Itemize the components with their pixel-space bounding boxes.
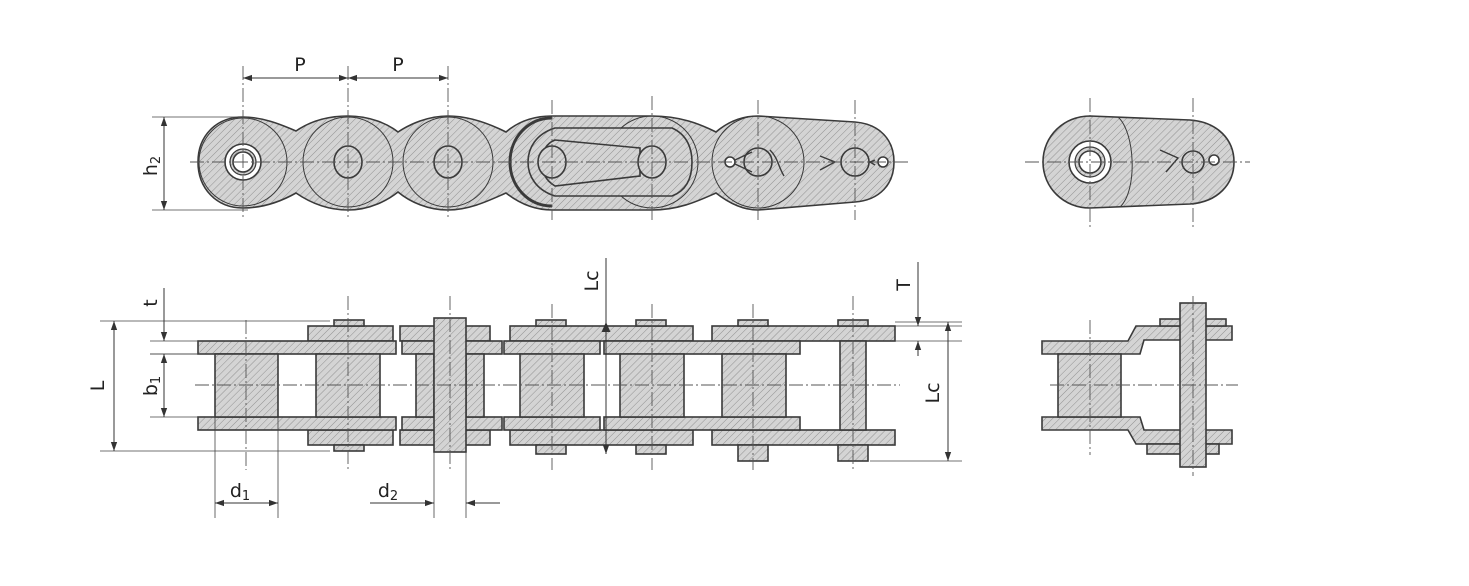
end-link-side-view — [1025, 98, 1250, 230]
chain-plan-view — [195, 296, 900, 470]
Lc-label-top: Lc — [581, 270, 603, 291]
T-label: T — [893, 279, 915, 292]
L-label: L — [87, 380, 109, 391]
end-link-plan-view — [1041, 296, 1238, 476]
h2-label: h2 — [140, 156, 164, 176]
t-label: t — [140, 299, 162, 306]
pitch-label-1: P — [294, 54, 305, 76]
Lc-label-right: Lc — [922, 382, 944, 403]
plan-view-dimensions: L t b1 d1 d2 Lc T — [87, 258, 962, 518]
b1-label: b1 — [140, 376, 164, 396]
d1-label: d1 — [230, 480, 250, 504]
chain-side-view — [190, 66, 910, 220]
pitch-label-2: P — [392, 54, 403, 76]
pitch-dimension: P P — [243, 54, 448, 82]
d2-label: d2 — [378, 480, 398, 504]
h2-dimension: h2 — [140, 116, 248, 211]
